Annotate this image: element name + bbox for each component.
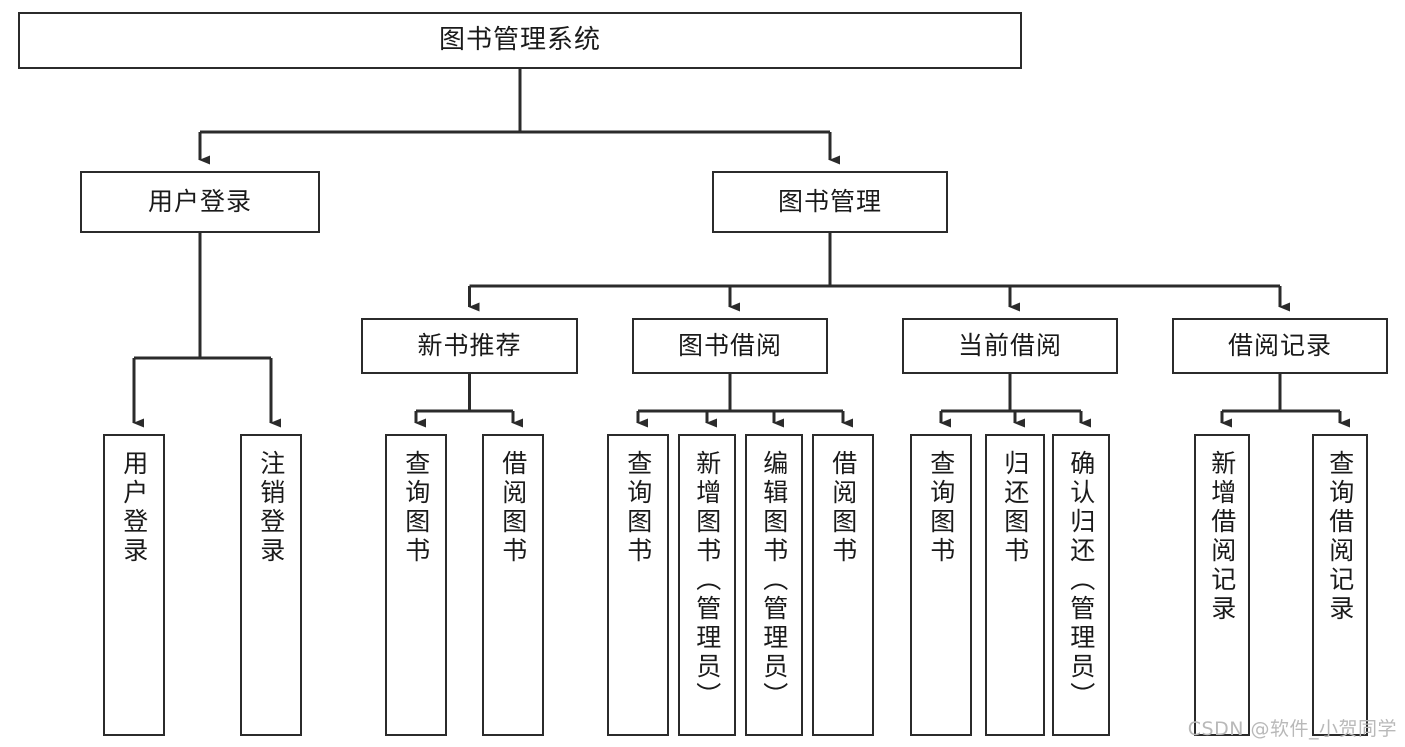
node-label-user-login: 用户登录 bbox=[147, 187, 252, 217]
node-label-book-manage: 图书管理 bbox=[777, 187, 882, 217]
node-book-manage[interactable]: 图书管理 bbox=[712, 171, 948, 233]
node-label-book-borrow: 图书借阅 bbox=[677, 331, 782, 361]
node-leaf-user-login[interactable]: 用户登录 bbox=[103, 434, 165, 736]
node-leaf-confirm-ret[interactable]: 确认归还（管理员） bbox=[1052, 434, 1110, 736]
node-leaf-add-record[interactable]: 新增借阅记录 bbox=[1194, 434, 1250, 736]
node-leaf-return-book[interactable]: 归还图书 bbox=[985, 434, 1045, 736]
node-current-borrow[interactable]: 当前借阅 bbox=[902, 318, 1118, 374]
node-new-book-rec[interactable]: 新书推荐 bbox=[361, 318, 578, 374]
node-user-login[interactable]: 用户登录 bbox=[80, 171, 320, 233]
node-label-leaf-borrow-book-1: 借阅图书 bbox=[498, 450, 528, 566]
node-leaf-query-record[interactable]: 查询借阅记录 bbox=[1312, 434, 1368, 736]
node-leaf-query-book-3[interactable]: 查询图书 bbox=[910, 434, 972, 736]
node-leaf-borrow-book-2[interactable]: 借阅图书 bbox=[812, 434, 874, 736]
node-label-leaf-query-book-3: 查询图书 bbox=[926, 450, 956, 566]
node-root[interactable]: 图书管理系统 bbox=[18, 12, 1022, 69]
node-leaf-query-book-2[interactable]: 查询图书 bbox=[607, 434, 669, 736]
node-label-leaf-user-login: 用户登录 bbox=[119, 450, 149, 566]
node-leaf-borrow-book-1[interactable]: 借阅图书 bbox=[482, 434, 544, 736]
node-leaf-logout[interactable]: 注销登录 bbox=[240, 434, 302, 736]
node-leaf-query-book-1[interactable]: 查询图书 bbox=[385, 434, 447, 736]
node-label-root: 图书管理系统 bbox=[438, 25, 601, 56]
node-label-leaf-return-book: 归还图书 bbox=[1000, 450, 1030, 566]
node-label-leaf-query-book-2: 查询图书 bbox=[623, 450, 653, 566]
node-label-new-book-rec: 新书推荐 bbox=[417, 331, 522, 361]
node-label-leaf-edit-book: 编辑图书（管理员） bbox=[759, 450, 789, 711]
watermark-label: CSDN @软件_小贺同学 bbox=[1187, 718, 1397, 740]
node-label-leaf-add-book: 新增图书（管理员） bbox=[692, 450, 722, 711]
node-label-leaf-logout: 注销登录 bbox=[256, 450, 286, 566]
node-label-leaf-add-record: 新增借阅记录 bbox=[1207, 450, 1237, 624]
node-borrow-record[interactable]: 借阅记录 bbox=[1172, 318, 1388, 374]
node-label-leaf-borrow-book-2: 借阅图书 bbox=[828, 450, 858, 566]
node-label-leaf-confirm-ret: 确认归还（管理员） bbox=[1066, 450, 1096, 711]
node-label-borrow-record: 借阅记录 bbox=[1227, 331, 1332, 361]
node-leaf-edit-book[interactable]: 编辑图书（管理员） bbox=[745, 434, 803, 736]
node-leaf-add-book[interactable]: 新增图书（管理员） bbox=[678, 434, 736, 736]
node-book-borrow[interactable]: 图书借阅 bbox=[632, 318, 828, 374]
node-label-current-borrow: 当前借阅 bbox=[957, 331, 1062, 361]
node-label-leaf-query-record: 查询借阅记录 bbox=[1325, 450, 1355, 624]
node-label-leaf-query-book-1: 查询图书 bbox=[401, 450, 431, 566]
